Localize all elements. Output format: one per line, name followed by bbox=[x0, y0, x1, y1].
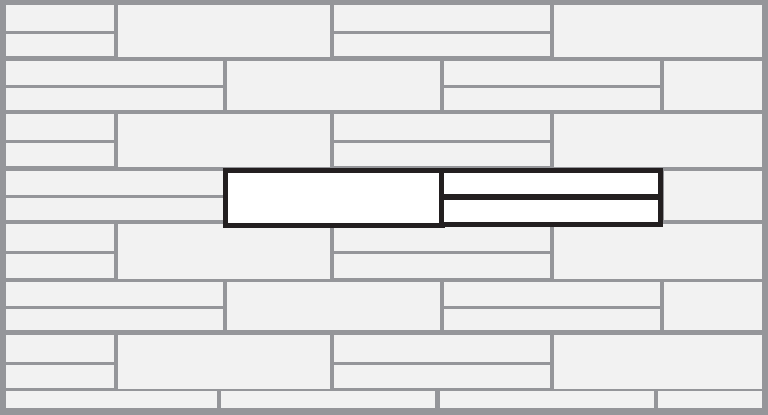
brick-r5-c3-bottom-half bbox=[333, 254, 550, 279]
brick-r7-c1-bottom-half bbox=[6, 364, 114, 389]
brick-r8-c4 bbox=[658, 390, 762, 408]
brick-r7-c3-top-half bbox=[333, 335, 550, 362]
brick-r2-c3-bottom-half bbox=[443, 88, 660, 110]
brick-r6-c4 bbox=[663, 281, 762, 330]
brick-r1-c1-bottom-half bbox=[6, 33, 114, 57]
brick-r8-c3 bbox=[439, 390, 654, 408]
brick-r3-c3-top-half bbox=[333, 114, 550, 141]
selected-plank-right-bottom-half[interactable] bbox=[444, 199, 658, 222]
brick-r6-c1-top-half bbox=[6, 281, 223, 306]
brick-r3-c1-bottom-half bbox=[6, 143, 114, 167]
brick-r5-c1-bottom-half bbox=[6, 254, 114, 279]
brick-r6-c1-bottom-half bbox=[6, 308, 223, 330]
brick-r1-c4 bbox=[553, 5, 762, 57]
brick-r5-c2 bbox=[117, 224, 330, 279]
brick-r8-c1 bbox=[6, 390, 217, 408]
brick-r3-c4 bbox=[553, 114, 762, 167]
brick-r2-c4 bbox=[663, 60, 762, 110]
brick-r6-c2 bbox=[226, 281, 440, 330]
brick-r5-c1-top-half bbox=[6, 224, 114, 252]
brick-r8-c2 bbox=[221, 390, 435, 408]
brick-r2-c2 bbox=[226, 60, 440, 110]
brick-r2-c1-bottom-half bbox=[6, 88, 223, 110]
selected-plank-left[interactable] bbox=[223, 167, 445, 228]
brick-r3-c2 bbox=[117, 114, 330, 167]
brick-r5-c4 bbox=[553, 224, 762, 279]
brick-r1-c3-bottom-half bbox=[333, 33, 550, 57]
brick-r3-c1-top-half bbox=[6, 114, 114, 141]
brick-r2-c3-top-half bbox=[443, 60, 660, 86]
brick-r4-c4 bbox=[663, 170, 762, 220]
selected-plank-right[interactable] bbox=[439, 167, 663, 227]
brick-r6-c3-bottom-half bbox=[443, 308, 660, 330]
brick-r1-c2 bbox=[117, 5, 330, 57]
brick-r4-c1-bottom-half bbox=[6, 198, 223, 220]
brick-r7-c1-top-half bbox=[6, 335, 114, 362]
brick-r7-c3-bottom-half bbox=[333, 364, 550, 389]
brick-r4-c1-top-half bbox=[6, 170, 223, 196]
brick-r1-c3-top-half bbox=[333, 5, 550, 31]
brick-r7-c4 bbox=[553, 335, 762, 389]
selected-plank-right-top-half[interactable] bbox=[444, 172, 658, 194]
selected-plank-right-divider bbox=[444, 193, 658, 200]
brick-r6-c3-top-half bbox=[443, 281, 660, 306]
brick-r5-c3-top-half bbox=[333, 224, 550, 252]
brick-r1-c1-top-half bbox=[6, 5, 114, 31]
brick-r3-c3-bottom-half bbox=[333, 143, 550, 167]
brick-r7-c2 bbox=[117, 335, 330, 389]
brick-r2-c1-top-half bbox=[6, 60, 223, 86]
